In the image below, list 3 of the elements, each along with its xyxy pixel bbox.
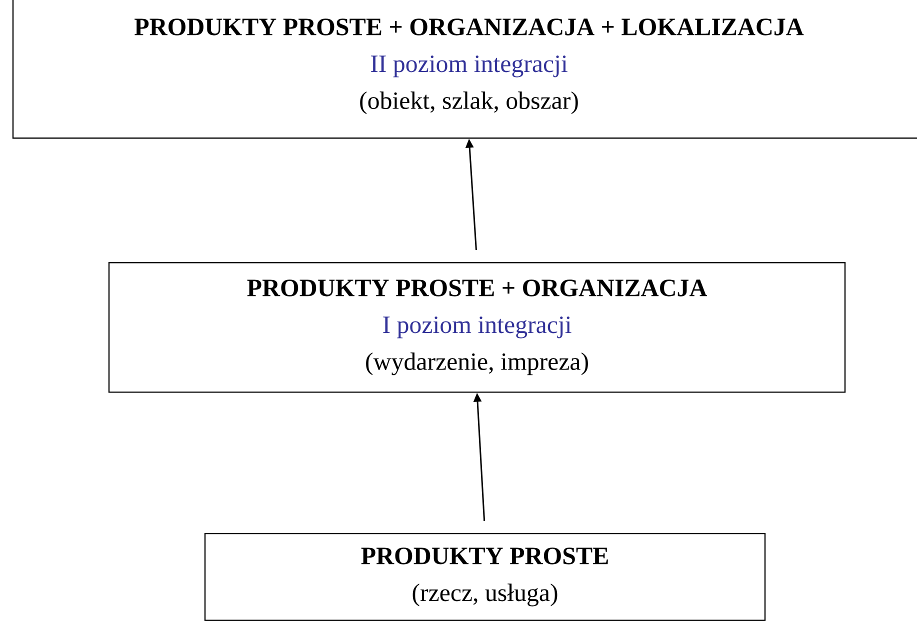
text-box: PRODUKTY PROSTE (rzecz, usługa) [204, 532, 766, 621]
text-box: PRODUKTY PROSTE + ORGANIZACJA + LOKALIZACJA II poziom integracji (obiekt, szlak, obszar) [12, 0, 917, 139]
text-box: PRODUKTY PROSTE + ORGANIZACJA I poziom integracji (wydarzenie, impreza) [108, 262, 846, 393]
